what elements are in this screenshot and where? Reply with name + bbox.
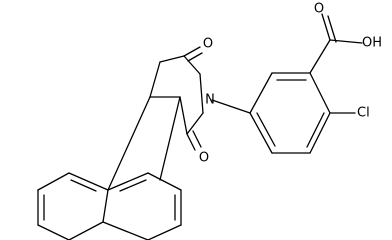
atom-carbonyl-oxygen-bottom: O — [199, 151, 209, 166]
atom-imide-nitrogen: N — [205, 93, 215, 108]
atom-chlorine: Cl — [357, 106, 370, 121]
bond-skeleton — [37, 13, 363, 240]
atom-carbonyl-oxygen-top: O — [203, 37, 213, 52]
atom-acid-hydroxyl: OH — [362, 36, 382, 51]
atom-labels: O O N O OH Cl — [199, 2, 382, 166]
atom-acid-carbonyl-oxygen: O — [314, 2, 324, 17]
